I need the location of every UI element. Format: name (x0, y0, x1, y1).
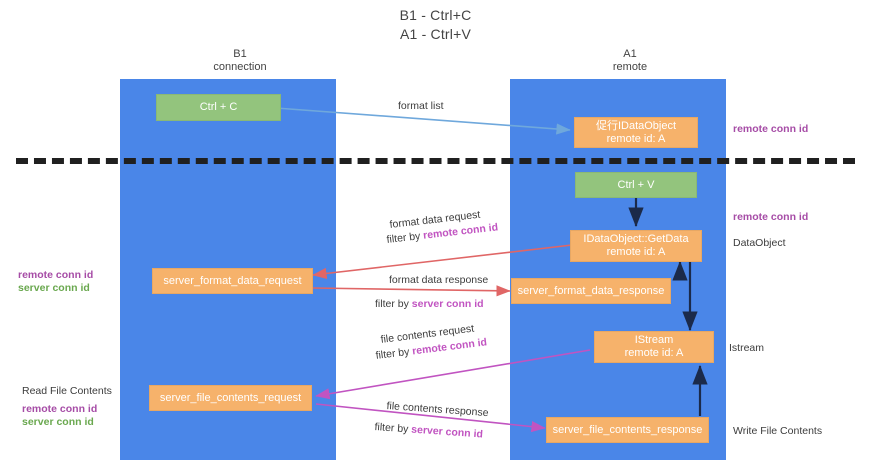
label-left-remote-conn-id-mid: remote conn id (18, 269, 94, 281)
label-right-write-file-contents: Write File Contents (733, 425, 823, 437)
box-ctrl-c-label: Ctrl + C (199, 101, 238, 113)
column-b1-subtitle: connection (213, 61, 267, 73)
column-a1-name: A1 (623, 48, 637, 60)
box-server-file-contents-request[interactable]: server_file_contents_request (149, 385, 312, 411)
label-left-server-conn-id-mid: server conn id (18, 282, 90, 294)
arrow-label-format-data-response: format data response (389, 274, 489, 286)
title-line-1: B1 - Ctrl+C (399, 7, 472, 23)
box-server-file-contents-response[interactable]: server_file_contents_response (546, 417, 709, 443)
box-idataobject[interactable]: 促行IDataObject remote id: A (574, 117, 698, 148)
box-ctrl-v-label: Ctrl + V (617, 178, 655, 191)
box-idataobject-line1: 促行IDataObject (595, 119, 677, 132)
arrow-label-file-contents-response: file contents response (386, 400, 489, 420)
box-server-file-contents-response-label: server_file_contents_response (552, 423, 703, 436)
filter-prefix: filter by (374, 421, 412, 436)
column-b1-name: B1 (233, 48, 247, 60)
box-getdata-line2: remote id: A (606, 246, 666, 258)
filter-prefix: filter by (375, 345, 413, 362)
box-istream[interactable]: IStream remote id: A (594, 331, 714, 363)
box-server-format-data-request-label: server_format_data_request (163, 274, 302, 287)
label-left-remote-conn-id-bottom: remote conn id (22, 403, 98, 415)
filter-key-server-conn-id: server conn id (410, 423, 484, 441)
box-ctrl-v[interactable]: Ctrl + V (575, 172, 697, 198)
box-istream-line1: IStream (634, 334, 674, 346)
box-server-format-data-request[interactable]: server_format_data_request (152, 268, 313, 294)
filter-prefix: filter by (375, 298, 412, 310)
filter-key-server-conn-id: server conn id (411, 298, 484, 310)
column-header-a1: A1 remote (530, 48, 730, 74)
box-ctrl-c[interactable]: Ctrl + C (156, 94, 281, 121)
label-right-istream: Istream (729, 342, 765, 354)
box-idataobject-getdata[interactable]: IDataObject::GetData remote id: A (570, 230, 702, 262)
label-right-dataobject: DataObject (733, 237, 786, 249)
title-line-2: A1 - Ctrl+V (399, 26, 472, 42)
section-divider (16, 158, 855, 164)
label-left-server-conn-id-bottom: server conn id (22, 416, 94, 428)
label-left-read-file-contents: Read File Contents (22, 385, 112, 397)
page-title: B1 - Ctrl+C A1 - Ctrl+V (0, 6, 871, 44)
arrow-format-data-response (312, 285, 511, 297)
column-a1-subtitle: remote (612, 61, 648, 73)
box-idataobject-line2: remote id: A (606, 132, 666, 145)
arrow-label-format-data-response-filter: filter by server conn id (375, 298, 484, 311)
box-server-file-contents-request-label: server_file_contents_request (159, 391, 302, 404)
box-server-format-data-response-label: server_format_data_response (517, 284, 665, 297)
box-getdata-line1: IDataObject::GetData (583, 233, 689, 245)
filter-prefix: filter by (386, 229, 424, 246)
label-right-remote-conn-id-mid: remote conn id (733, 211, 809, 223)
arrow-label-file-contents-response-filter: filter by server conn id (374, 421, 483, 442)
label-right-remote-conn-id-top: remote conn id (733, 123, 809, 135)
box-server-format-data-response[interactable]: server_format_data_response (511, 278, 671, 304)
column-header-b1: B1 connection (140, 48, 340, 74)
arrow-label-format-list: format list (398, 100, 444, 112)
box-istream-line2: remote id: A (624, 347, 684, 359)
